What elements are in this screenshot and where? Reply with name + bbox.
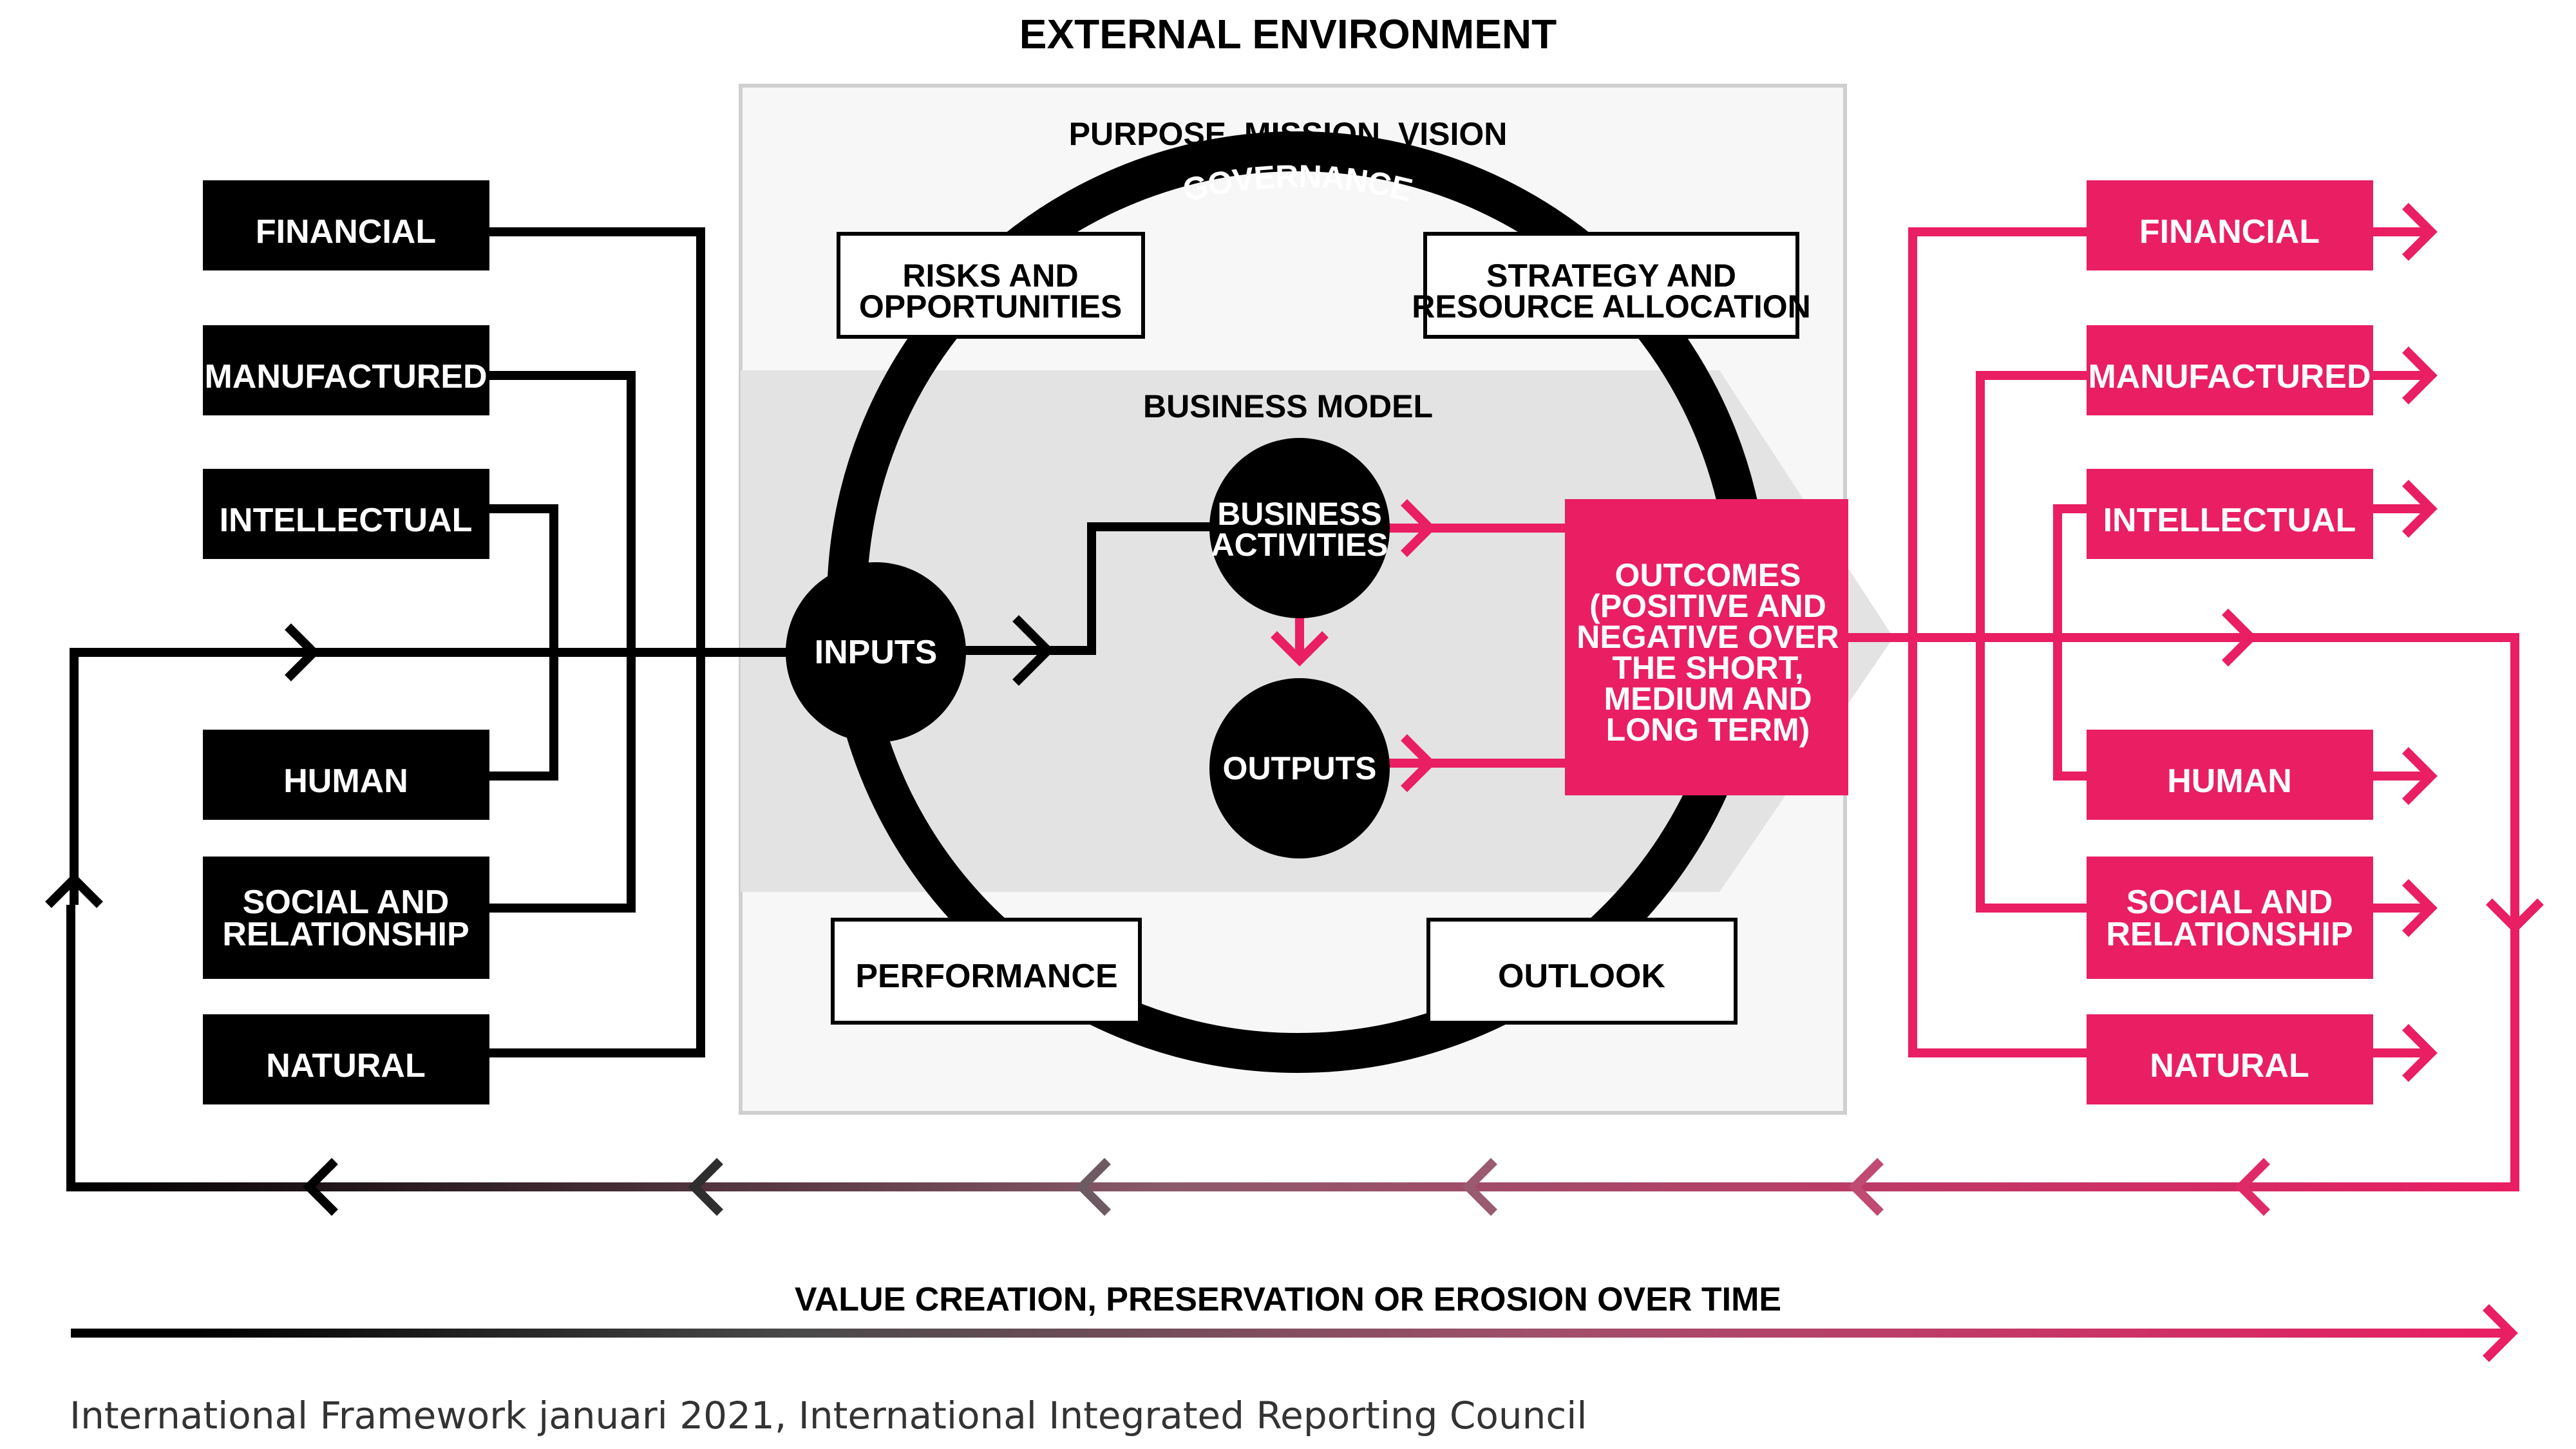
svg-text:NATURAL: NATURAL xyxy=(2150,1047,2309,1084)
svg-text:MANUFACTURED: MANUFACTURED xyxy=(2088,358,2371,395)
output-arrowheads xyxy=(2373,203,2438,1082)
input-capital-natural: NATURAL xyxy=(203,1014,489,1104)
svg-text:RELATIONSHIP: RELATIONSHIP xyxy=(222,916,469,953)
svg-text:ACTIVITIES: ACTIVITIES xyxy=(1211,527,1388,563)
inputs-to-activities-connector xyxy=(882,522,1211,686)
return-loop-chevrons xyxy=(303,1158,2270,1216)
svg-text:HUMAN: HUMAN xyxy=(283,762,408,800)
svg-text:STRATEGY AND: STRATEGY AND xyxy=(1486,258,1736,294)
svg-text:FINANCIAL: FINANCIAL xyxy=(2139,213,2320,251)
svg-text:NATURAL: NATURAL xyxy=(266,1047,425,1084)
svg-text:RELATIONSHIP: RELATIONSHIP xyxy=(2106,916,2353,953)
svg-text:OUTLOOK: OUTLOOK xyxy=(1498,958,1665,995)
svg-text:INPUTS: INPUTS xyxy=(815,634,938,671)
svg-text:BUSINESS: BUSINESS xyxy=(1217,496,1382,532)
svg-text:OUTCOMES: OUTCOMES xyxy=(1615,557,1801,593)
time-arrow xyxy=(71,1304,2518,1362)
svg-text:FINANCIAL: FINANCIAL xyxy=(256,213,436,251)
input-capital-intellectual: INTELLECTUAL xyxy=(203,469,489,559)
output-capital-social: SOCIAL AND RELATIONSHIP xyxy=(2087,857,2373,979)
output-capitals-connectors xyxy=(1848,227,2544,1057)
input-capitals-connectors xyxy=(488,227,705,1057)
inputs-node: INPUTS xyxy=(786,562,966,743)
svg-text:(POSITIVE AND: (POSITIVE AND xyxy=(1589,588,1826,624)
svg-text:MEDIUM AND: MEDIUM AND xyxy=(1604,681,1812,717)
output-capital-human: HUMAN xyxy=(2087,730,2373,820)
outputs-node: OUTPUTS xyxy=(1209,678,1390,858)
svg-text:MANUFACTURED: MANUFACTURED xyxy=(204,358,487,395)
svg-text:RISKS AND: RISKS AND xyxy=(902,258,1078,294)
outlook-box: OUTLOOK xyxy=(1426,918,1738,1025)
business-activities-node: BUSINESS ACTIVITIES xyxy=(1209,438,1390,618)
business-model-label: BUSINESS MODEL xyxy=(1143,388,1433,424)
source-caption: International Framework januari 2021, In… xyxy=(70,1394,1587,1437)
input-capital-financial: FINANCIAL xyxy=(203,180,489,270)
performance-box: PERFORMANCE xyxy=(831,918,1142,1025)
outcomes-box: OUTCOMES (POSITIVE AND NEGATIVE OVER THE… xyxy=(1565,499,1848,795)
svg-text:PERFORMANCE: PERFORMANCE xyxy=(855,958,1117,995)
output-capital-manufactured: MANUFACTURED xyxy=(2087,325,2373,415)
svg-text:OUTPUTS: OUTPUTS xyxy=(1223,750,1377,786)
svg-text:LONG TERM): LONG TERM) xyxy=(1606,712,1810,748)
output-capital-intellectual: INTELLECTUAL xyxy=(2087,469,2373,559)
output-capital-natural: NATURAL xyxy=(2087,1014,2373,1104)
value-creation-label: VALUE CREATION, PRESERVATION OR EROSION … xyxy=(795,1281,1781,1318)
svg-text:INTELLECTUAL: INTELLECTUAL xyxy=(2103,502,2356,539)
risks-and-opportunities-box: RISKS AND OPPORTUNITIES xyxy=(837,232,1145,339)
diagram-title: EXTERNAL ENVIRONMENT xyxy=(1019,11,1557,57)
outputs-to-outcomes-arrow xyxy=(1385,734,1571,792)
svg-text:INTELLECTUAL: INTELLECTUAL xyxy=(220,502,473,539)
svg-text:NEGATIVE OVER: NEGATIVE OVER xyxy=(1577,619,1839,655)
capitals-feed-line xyxy=(45,623,792,908)
strategy-box: STRATEGY AND RESOURCE ALLOCATION xyxy=(1412,232,1811,339)
input-capital-social: SOCIAL AND RELATIONSHIP xyxy=(203,857,489,979)
svg-text:RESOURCE ALLOCATION: RESOURCE ALLOCATION xyxy=(1412,289,1810,325)
svg-text:OPPORTUNITIES: OPPORTUNITIES xyxy=(859,289,1122,325)
activities-to-outcomes-arrow xyxy=(1385,499,1571,557)
input-capital-human: HUMAN xyxy=(203,730,489,820)
svg-text:HUMAN: HUMAN xyxy=(2167,762,2292,800)
return-loop-line xyxy=(66,634,2519,1191)
svg-text:THE SHORT,: THE SHORT, xyxy=(1612,650,1803,686)
input-capital-manufactured: MANUFACTURED xyxy=(203,325,489,415)
svg-text:SOCIAL AND: SOCIAL AND xyxy=(2126,884,2333,921)
svg-text:SOCIAL AND: SOCIAL AND xyxy=(243,884,450,921)
output-capital-financial: FINANCIAL xyxy=(2087,180,2373,270)
